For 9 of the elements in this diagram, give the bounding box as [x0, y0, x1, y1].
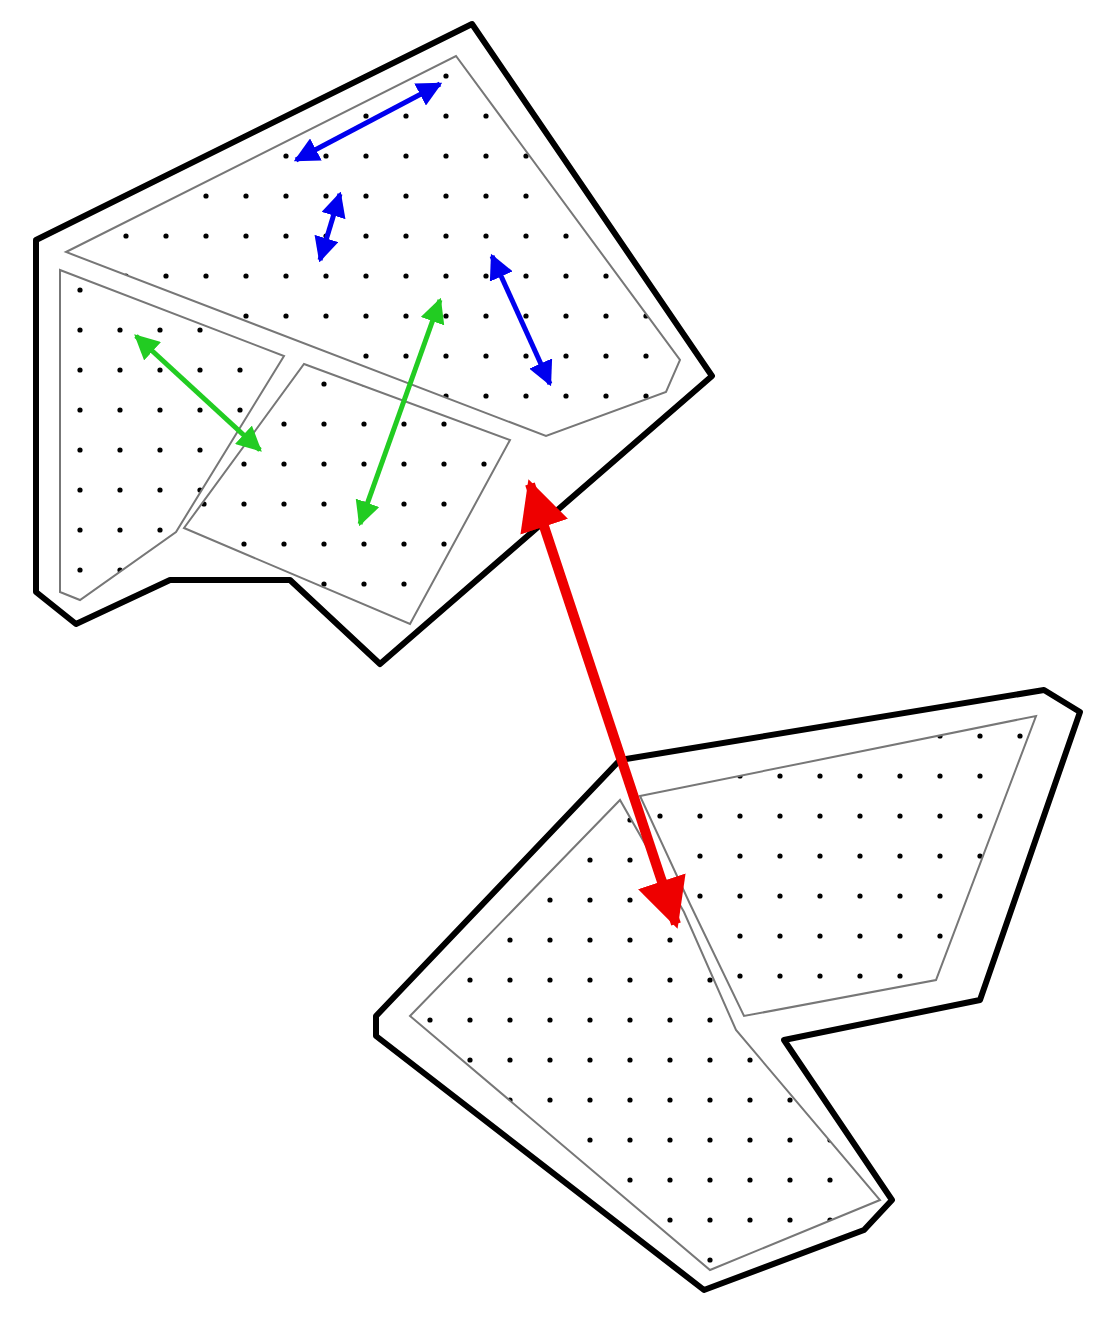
arrow — [520, 479, 686, 929]
dotted-region — [60, 270, 284, 600]
outline-shape — [376, 690, 1080, 1290]
arrow — [134, 334, 262, 452]
dotted-region — [640, 716, 1036, 1016]
arrow — [355, 297, 445, 527]
dotted-region — [184, 364, 510, 624]
outline-shape — [36, 24, 712, 664]
dotted-region — [410, 800, 880, 1270]
